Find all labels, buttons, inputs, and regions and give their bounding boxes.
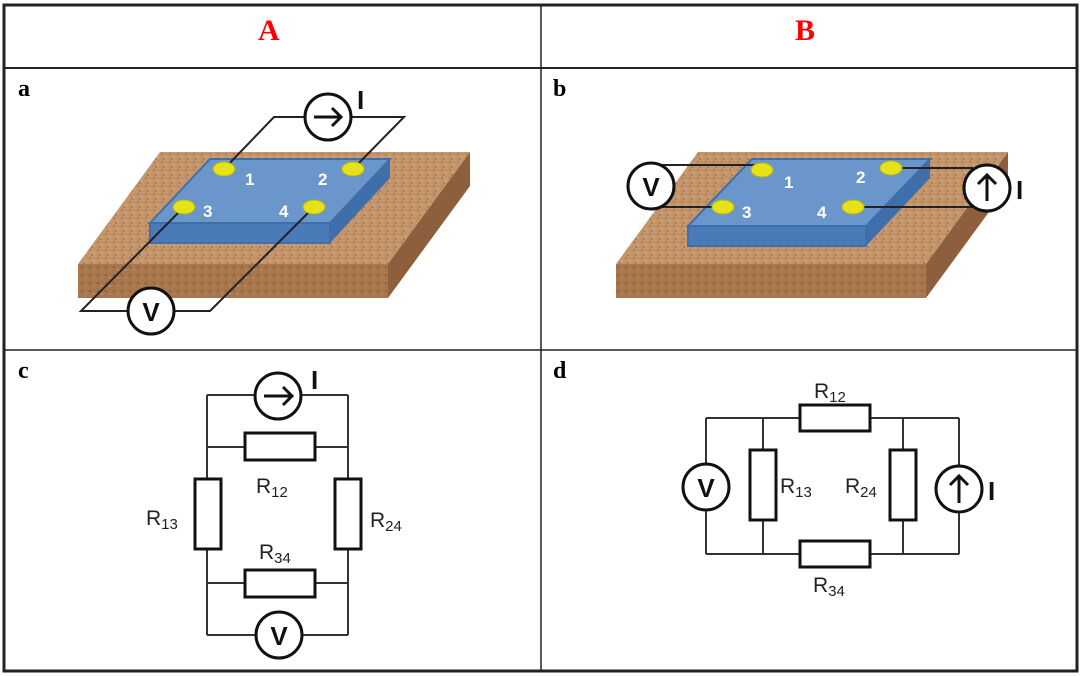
current-label-d: I [988,476,995,506]
current-label-b: I [1016,175,1023,205]
voltmeter-symbol-b: V [642,172,660,202]
contact-2 [341,161,365,177]
resistor-r34 [243,568,317,599]
label-r34: R34 [259,541,291,567]
resistor-r13 [748,448,778,522]
voltmeter-c: V [254,610,304,660]
sample-b: 1 2 3 4 V I [616,152,1023,298]
current-label-a: I [357,85,364,115]
wire-1 [223,116,304,170]
substrate-front [78,264,388,298]
contact-label-3: 3 [203,202,212,221]
label-r12: R12 [256,475,288,501]
contact-label-2: 2 [856,168,865,187]
current-source-d [934,464,984,514]
panel-label-b: b [553,76,567,102]
contact-label-4: 4 [817,203,827,222]
label-r13: R13 [146,507,178,533]
wire-3 [78,206,185,312]
contact-1 [750,162,774,178]
panel-label-a: a [18,76,30,102]
substrate-front [616,264,926,298]
contact-3 [711,199,735,215]
wire-2 [352,116,407,170]
voltmeter-d: V [681,462,731,512]
current-source-b [962,163,1012,213]
panel-label-d: d [553,358,567,384]
contact-label-3: 3 [742,203,751,222]
contact-4 [841,199,865,215]
resistor-r24 [333,477,363,551]
resistor-r12 [798,403,872,433]
voltmeter-a: V [126,286,176,336]
film-side [866,159,930,246]
label-r13: R13 [780,475,812,501]
current-source-a [303,92,353,142]
resistor-r34 [798,539,872,569]
label-r24: R24 [845,475,877,501]
resistor-r12 [243,431,317,462]
film-side [330,159,390,243]
voltmeter-symbol-c: V [270,621,288,651]
label-r24: R24 [370,509,402,535]
contact-1 [212,161,236,177]
wire-4 [175,206,315,312]
voltmeter-symbol-a: V [142,297,160,327]
sample-a: 1 2 3 4 I V [78,85,470,336]
resistor-r24 [888,448,918,522]
contact-label-2: 2 [318,170,327,189]
voltmeter-b: V [626,161,676,211]
column-header-a: A [258,14,280,47]
current-source-c [253,371,303,421]
substrate-side [388,152,470,298]
contact-4 [302,199,326,215]
contact-label-4: 4 [279,202,289,221]
contact-label-1: 1 [245,170,254,189]
contact-label-1: 1 [784,173,793,192]
contact-3 [172,199,196,215]
voltmeter-symbol-d: V [697,473,715,503]
label-r34: R34 [813,574,845,600]
label-r12: R12 [814,380,846,406]
column-header-b: B [795,14,816,47]
contact-2 [879,160,903,176]
resistor-r13 [193,477,223,551]
current-label-c: I [311,365,318,395]
panel-label-c: c [18,358,29,384]
